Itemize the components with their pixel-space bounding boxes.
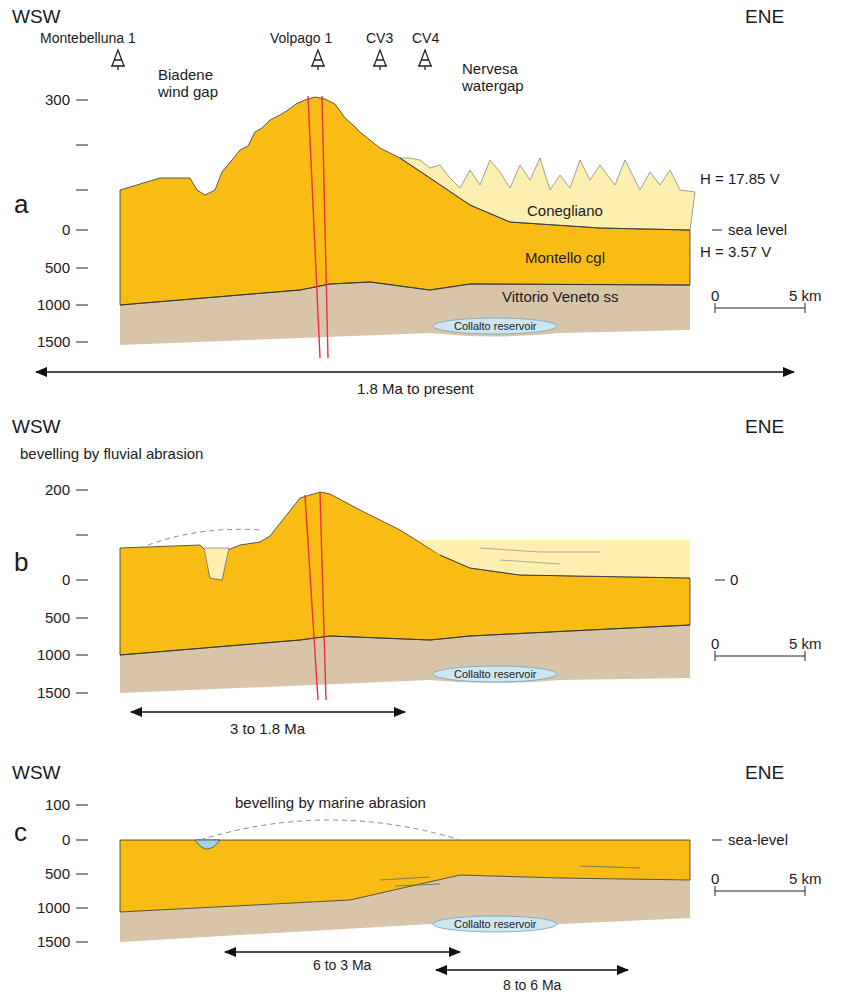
diagram-label: bevelling by fluvial abrasion: [20, 445, 203, 462]
diagram-label: 1500: [37, 333, 70, 350]
diagram-label: 5 km: [789, 287, 822, 304]
diagram-label: 1.8 Ma to present: [357, 380, 474, 397]
layer-name: Collalto reservoir: [454, 320, 537, 333]
diagram-label: WSW: [12, 416, 61, 438]
diagram-label: 500: [45, 259, 70, 276]
diagram-label: 0: [62, 571, 70, 588]
layer-name: Conegliano: [527, 202, 603, 219]
diagram-label: a: [14, 190, 28, 220]
diagram-label: 0: [62, 221, 70, 238]
diagram-label: 5 km: [789, 635, 822, 652]
panel-b: [76, 490, 805, 712]
layer-band: Conegliano: [524, 201, 606, 220]
diagram-label: 0: [711, 870, 719, 887]
diagram-label: 6 to 3 Ma: [313, 957, 371, 973]
diagram-label: 0: [62, 831, 70, 848]
diagram-label: 1000: [37, 296, 70, 313]
diagram-label: 1000: [37, 646, 70, 663]
layer-name: Vittorio Veneto ss: [502, 288, 618, 305]
diagram-label: 1500: [37, 684, 70, 701]
diagram-label: Volpago 1: [270, 30, 332, 46]
diagram-label: 5 km: [789, 870, 822, 887]
diagram-label: Montebelluna 1: [40, 30, 136, 46]
diagram-label: 0: [711, 635, 719, 652]
layer-band: Vittorio Veneto ss: [499, 287, 621, 306]
layer-band: Collalto reservoir: [451, 667, 540, 682]
diagram-label: 0: [730, 571, 738, 588]
diagram-label: sea-level: [728, 831, 788, 848]
diagram-label: ENE: [745, 6, 784, 28]
diagram-label: sea level: [728, 221, 787, 238]
diagram-label: 1500: [37, 933, 70, 950]
diagram-label: WSW: [12, 6, 61, 28]
diagram-label: Nervesa watergap: [462, 60, 534, 95]
diagram-label: WSW: [12, 762, 61, 784]
panel-a: [36, 50, 805, 372]
layer-name: Montello cgl: [525, 249, 605, 266]
diagram-label: Biadene wind gap: [158, 66, 230, 101]
diagram-label: H = 17.85 V: [700, 170, 780, 187]
diagram-label: 3 to 1.8 Ma: [230, 720, 305, 737]
diagram-label: 300: [45, 91, 70, 108]
panel-c: [76, 805, 805, 970]
diagram-label: CV3: [366, 30, 393, 46]
layer-band: Collalto reservoir: [451, 917, 540, 932]
diagram-label: 1000: [37, 899, 70, 916]
diagram-label: ENE: [745, 762, 784, 784]
diagram-label: 500: [45, 609, 70, 626]
diagram-label: b: [14, 548, 28, 578]
diagram-label: CV4: [412, 30, 439, 46]
diagram-label: H = 3.57 V: [700, 243, 771, 260]
diagram-label: 8 to 6 Ma: [503, 977, 561, 993]
diagram-label: bevelling by marine abrasion: [235, 794, 426, 811]
diagram-label: 0: [711, 287, 719, 304]
diagram-label: 100: [45, 796, 70, 813]
layer-band: Montello cgl: [522, 248, 608, 267]
diagram-label: 200: [45, 481, 70, 498]
diagram-label: 500: [45, 865, 70, 882]
layer-band: Collalto reservoir: [451, 319, 540, 334]
layer-name: Collalto reservoir: [454, 668, 537, 681]
layer-name: Collalto reservoir: [454, 918, 537, 931]
diagram-label: c: [14, 818, 27, 848]
diagram-label: ENE: [745, 416, 784, 438]
